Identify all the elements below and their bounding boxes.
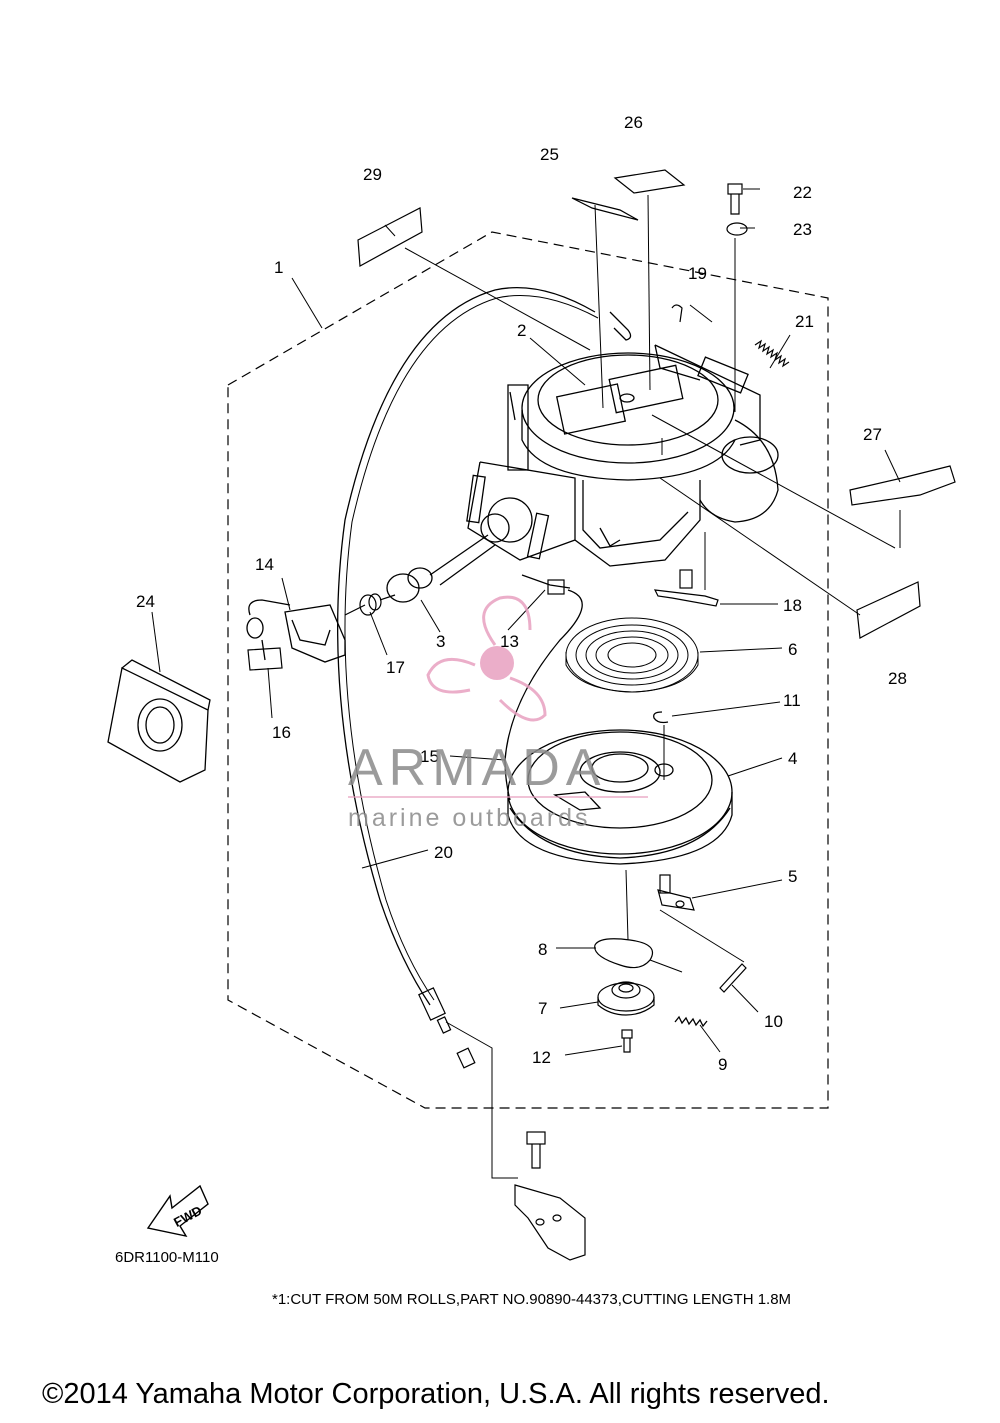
friction-plate — [594, 938, 654, 969]
bolt-12 — [621, 1029, 633, 1053]
starter-handle — [246, 599, 346, 663]
decal-25 — [571, 197, 639, 221]
callout-19: 19 — [688, 264, 707, 283]
circlip — [653, 711, 669, 724]
drive-pawl — [657, 874, 695, 911]
callout-22: 22 — [793, 183, 812, 202]
callout-5: 5 — [788, 867, 797, 886]
callout-3: 3 — [436, 632, 445, 651]
starter-lock-lever — [653, 569, 719, 607]
callout-16: 16 — [272, 723, 291, 742]
stop-switch-cable — [504, 589, 583, 801]
callout-21: 21 — [795, 312, 814, 331]
callout-4: 4 — [788, 749, 797, 768]
tension-spring — [754, 339, 790, 368]
callout-17: 17 — [386, 658, 405, 677]
mounting-bracket — [514, 1131, 586, 1261]
callout-6: 6 — [788, 640, 797, 659]
copyright-notice: ©2014 Yamaha Motor Corporation, U.S.A. A… — [42, 1378, 830, 1410]
callout-15: 15 — [420, 747, 439, 766]
callout-20: 20 — [434, 843, 453, 862]
cable-end-fitting — [418, 987, 476, 1069]
decal-26 — [613, 169, 686, 194]
cable-top-end — [609, 311, 632, 341]
callout-28: 28 — [888, 669, 907, 688]
callout-11: 11 — [783, 691, 801, 710]
cable-guide-tube — [386, 497, 533, 603]
callout-1: 1 — [274, 258, 283, 277]
return-spring — [674, 1015, 708, 1028]
callout-18: 18 — [783, 596, 802, 615]
callout-8: 8 — [538, 940, 547, 959]
rope-pulley — [507, 729, 733, 865]
propeller-logo-icon — [426, 595, 547, 722]
callout-labels: 1 2 3 4 5 6 7 8 9 10 11 12 13 14 15 16 1… — [136, 113, 907, 1074]
callout-25: 25 — [540, 145, 559, 164]
leader-lines — [151, 188, 901, 1179]
armada-watermark: ARMADA marine outboards — [348, 595, 648, 832]
pawl-spring — [719, 963, 747, 993]
callout-23: 23 — [793, 220, 812, 239]
fwd-arrow-icon: FWD — [146, 1184, 209, 1238]
washer-23 — [726, 222, 748, 236]
decal-27 — [849, 465, 956, 506]
callout-10: 10 — [764, 1012, 783, 1031]
starter-housing — [466, 344, 779, 567]
callout-13: 13 — [500, 632, 519, 651]
assembly-boundary — [227, 231, 829, 1109]
cable-joint — [344, 593, 396, 616]
bolt-22 — [727, 183, 743, 215]
decal-28 — [856, 581, 921, 639]
grommet-24 — [107, 659, 211, 783]
watermark-brand: ARMADA — [348, 739, 606, 797]
callout-9: 9 — [718, 1055, 727, 1074]
handle-bracket — [247, 647, 283, 671]
callout-2: 2 — [517, 321, 526, 340]
pin-19 — [671, 304, 683, 323]
callout-29: 29 — [363, 165, 382, 184]
callout-7: 7 — [538, 999, 547, 1018]
callout-24: 24 — [136, 592, 155, 611]
callout-14: 14 — [255, 555, 274, 574]
diagram-code: 6DR1100-M110 — [115, 1249, 219, 1266]
callout-12: 12 — [532, 1048, 551, 1067]
callout-27: 27 — [863, 425, 882, 444]
footnote: *1:CUT FROM 50M ROLLS,PART NO.90890-4437… — [272, 1291, 792, 1308]
decal-29 — [357, 207, 423, 267]
spiral-spring — [565, 617, 699, 693]
throttle-cable — [337, 287, 596, 1006]
callout-26: 26 — [624, 113, 643, 132]
pulley-cover — [597, 981, 655, 1016]
watermark-tagline: marine outboards — [348, 804, 591, 832]
